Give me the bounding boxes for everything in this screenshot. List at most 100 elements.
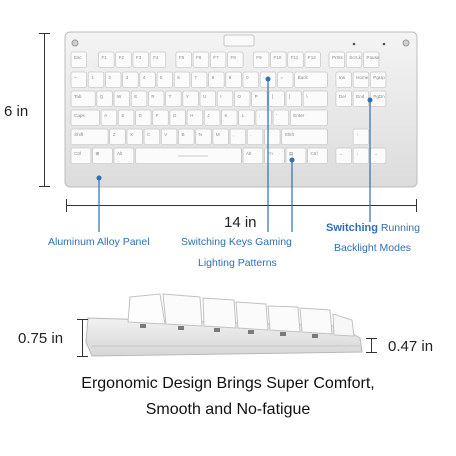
key-tab-5: T xyxy=(165,90,182,108)
svg-text:A: A xyxy=(104,113,108,118)
profile-height-label: 0.75 in xyxy=(18,330,64,347)
svg-text:F3: F3 xyxy=(136,55,142,60)
svg-text:↑: ↑ xyxy=(356,132,358,137)
svg-text:F12: F12 xyxy=(308,55,316,60)
svg-text:Alt: Alt xyxy=(246,151,252,156)
key-fn-10: F10 xyxy=(270,51,287,69)
svg-text:Y: Y xyxy=(186,94,189,99)
svg-text:Tab: Tab xyxy=(74,94,82,99)
svg-text:Alt: Alt xyxy=(117,151,123,156)
key-shift-3: C xyxy=(143,128,161,146)
profile-keycap-line xyxy=(371,338,372,353)
svg-text:F6: F6 xyxy=(196,55,202,60)
svg-text:M: M xyxy=(216,132,220,137)
svg-text:Fn: Fn xyxy=(268,151,274,156)
key-shift-0: Shift xyxy=(70,128,109,146)
callout-keys-label-line1: Switching Keys Gaming xyxy=(181,236,292,248)
key-caps-11: ' xyxy=(272,109,290,127)
key-num-0: ~ xyxy=(70,71,88,89)
width-dimension-line xyxy=(66,205,417,206)
svg-text:3: 3 xyxy=(126,75,129,80)
callout-backlight-label-line1: Switching Running xyxy=(326,222,420,234)
svg-text:End: End xyxy=(356,94,365,99)
key-ctrl-5: Fn xyxy=(264,147,285,165)
svg-text:Ctrl: Ctrl xyxy=(74,151,81,156)
svg-text:F7: F7 xyxy=(213,55,219,60)
caption-line-2: Smooth and No-fatigue xyxy=(145,401,311,418)
callout-keys-label-line2: Lighting Patterns xyxy=(198,257,277,269)
svg-text:Caps: Caps xyxy=(74,113,85,118)
key-caps-6: H xyxy=(186,109,204,127)
key-fn-6: F6 xyxy=(192,51,210,69)
key-fn-5: F5 xyxy=(175,51,192,69)
svg-text:;: ; xyxy=(259,113,260,118)
svg-text:F4: F4 xyxy=(153,55,159,60)
key-fn-7: F7 xyxy=(209,51,227,69)
svg-text:▤: ▤ xyxy=(289,151,294,156)
profile-height-cap-top xyxy=(77,319,88,320)
svg-text:': ' xyxy=(276,113,277,118)
profile-keycaps xyxy=(127,293,355,337)
svg-text:PrtSc: PrtSc xyxy=(332,55,344,60)
key-num-4: 4 xyxy=(139,71,156,89)
profile-height-cap-bottom xyxy=(77,356,88,357)
svg-text:J: J xyxy=(207,113,209,118)
indicator-led-icon xyxy=(382,42,386,46)
key-tab-9: O xyxy=(233,90,251,108)
key-ctrl-9: ↓ xyxy=(352,147,370,165)
svg-text:.: . xyxy=(250,132,251,137)
svg-text:N: N xyxy=(199,132,202,137)
svg-text:Ins: Ins xyxy=(339,75,346,80)
key-caps-0: Caps xyxy=(70,109,100,127)
svg-text:K: K xyxy=(225,113,229,118)
svg-text:[: [ xyxy=(272,94,274,99)
svg-text:D: D xyxy=(139,113,143,118)
key-ctrl-0: Ctrl xyxy=(70,147,92,165)
key-shift-4: V xyxy=(160,128,178,146)
height-dimension-cap-top xyxy=(39,33,50,34)
svg-text:-: - xyxy=(263,75,265,80)
key-fn-12: F12 xyxy=(304,51,321,69)
callout-backlight-label-line2: Backlight Modes xyxy=(334,242,412,254)
key-caps-12: Enter xyxy=(289,109,328,127)
key-tab-12: ] xyxy=(285,90,303,108)
logo-badge xyxy=(223,34,255,47)
key-shift-11: Shift xyxy=(281,128,328,146)
key-num-13: Back xyxy=(294,71,328,89)
key-tab-11: [ xyxy=(268,90,285,108)
key-caps-1: A xyxy=(100,109,118,127)
key-tab-14: Del xyxy=(335,90,352,108)
key-fn-9: F9 xyxy=(252,51,270,69)
svg-text:R: R xyxy=(151,94,155,99)
svg-text:Esc: Esc xyxy=(74,55,82,60)
key-tab-7: U xyxy=(199,90,217,108)
height-dimension-cap-bottom xyxy=(39,186,50,187)
height-dimension-label: 6 in xyxy=(4,103,29,120)
screw-icon xyxy=(71,39,79,47)
key-num-15: Home xyxy=(352,71,370,89)
svg-text:I: I xyxy=(220,94,221,99)
key-fn-14: ScrLk xyxy=(345,51,363,69)
svg-text:F11: F11 xyxy=(291,55,299,60)
key-caps-9: L xyxy=(238,109,255,127)
svg-text:G: G xyxy=(173,113,177,118)
svg-text:Back: Back xyxy=(298,75,309,80)
key-tab-10: P xyxy=(251,90,268,108)
profile-height-line xyxy=(82,319,83,357)
key-num-2: 2 xyxy=(105,71,122,89)
svg-text:\: \ xyxy=(306,94,308,99)
key-num-7: 7 xyxy=(190,71,208,89)
key-caps-3: D xyxy=(135,109,152,127)
svg-text:F9: F9 xyxy=(256,55,262,60)
svg-text:PgDn: PgDn xyxy=(373,94,385,99)
indicator-led-icon xyxy=(352,42,356,46)
profile-keycap-cap-bottom xyxy=(366,352,377,353)
svg-text:↓: ↓ xyxy=(356,151,358,156)
key-ctrl-7: Ctrl xyxy=(307,147,328,165)
key-tab-2: W xyxy=(113,90,131,108)
width-dimension-cap-right xyxy=(416,199,417,212)
svg-text:S: S xyxy=(121,113,124,118)
key-fn-13: PrtSc xyxy=(328,51,346,69)
svg-text:F8: F8 xyxy=(231,55,237,60)
svg-text:Del: Del xyxy=(339,94,346,99)
